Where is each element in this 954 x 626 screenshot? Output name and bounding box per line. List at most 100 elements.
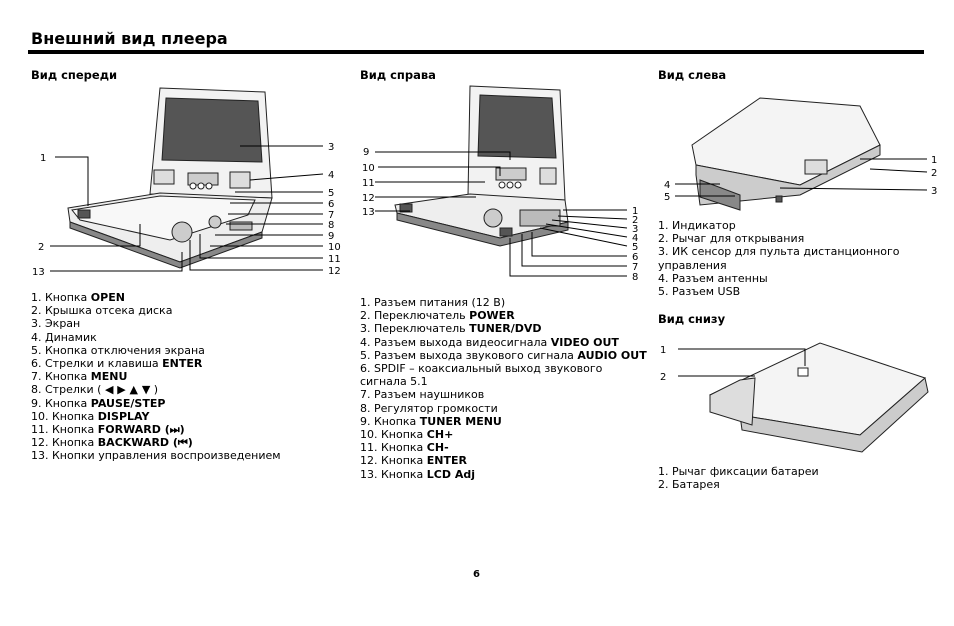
item-text: 8. Стрелки ( [31, 383, 105, 397]
bottom-item: 1. Рычаг фиксации батареи [658, 465, 918, 478]
bottom-item: 2. Батарея [658, 478, 918, 491]
front-callout: 4 [328, 170, 334, 181]
left-heading: Вид слева [658, 68, 727, 82]
right-heading: Вид справа [360, 68, 436, 82]
bottom-callout-labels: 1 2 [660, 345, 666, 383]
front-item: 10. Кнопка DISPLAY [31, 410, 331, 423]
front-leader-lines [50, 145, 324, 272]
item-text: 8. Регулятор громкости [360, 401, 498, 415]
item-text: 9. Кнопка [360, 414, 420, 428]
item-text: 5. Кнопка отключения экрана [31, 343, 205, 357]
right-item: 11. Кнопка CH- [360, 441, 645, 454]
front-callout: 13 [32, 267, 45, 278]
item-text: 10. Кнопка [360, 428, 427, 442]
item-text: 6. SPDIF – коаксиальный выход звукового … [360, 362, 603, 389]
item-text: 3. Экран [31, 317, 81, 331]
left-leader-lines [675, 158, 928, 197]
front-callout-labels: 1 2 3 4 5 6 7 8 9 10 11 12 13 [32, 142, 341, 278]
item-text: 2. Крышка отсека диска [31, 304, 173, 318]
front-callout: 1 [40, 153, 46, 164]
page-number: 6 [473, 569, 480, 580]
item-bold-label: ENTER [162, 357, 203, 371]
bottom-heading: Вид снизу [658, 312, 726, 326]
item-text: 3. Переключатель [360, 322, 470, 336]
item-text: 1. Разъем питания (12 В) [360, 296, 506, 309]
front-item: 12. Кнопка BACKWARD (⏮) [31, 436, 331, 449]
front-callout: 5 [328, 188, 334, 199]
left-item: 3. ИК сенсор для пульта дистанционного у… [658, 245, 918, 271]
front-item: 3. Экран [31, 317, 331, 330]
right-callout: 13 [362, 207, 375, 218]
front-item: 13. Кнопки управления воспроизведением [31, 449, 331, 462]
right-player-illustration [394, 85, 569, 247]
item-bold-label: CH+ [426, 428, 454, 442]
right-callout: 6 [632, 252, 638, 263]
item-text: 4. Динамик [31, 330, 97, 344]
front-item: 11. Кнопка FORWARD (⏭) [31, 423, 331, 436]
item-text: 13. Кнопки управления воспроизведением [31, 449, 281, 463]
item-bold-label: VIDEO OUT [550, 335, 619, 349]
front-item: 6. Стрелки и клавиша ENTER [31, 357, 331, 370]
item-bold-label: TUNER MENU [419, 414, 502, 428]
item-suffix: ) [150, 383, 159, 397]
front-item: 9. Кнопка PAUSE/STEP [31, 397, 331, 410]
item-bold-label: ENTER [426, 454, 468, 468]
right-item: 5. Разъем выхода звукового сигнала AUDIO… [360, 348, 647, 362]
left-item: 5. Разъем USB [658, 285, 918, 298]
right-item: 1. Разъем питания (12 В) [360, 296, 645, 309]
left-callout: 1 [931, 155, 937, 166]
right-item: 2. Переключатель POWER [360, 309, 645, 322]
left-item: 1. Индикатор [658, 219, 918, 232]
right-callout: 10 [362, 163, 375, 174]
item-text: 4. Разъем антенны [658, 271, 768, 285]
item-bold-label: POWER [469, 309, 515, 323]
right-callout: 7 [632, 262, 638, 273]
item-text: 2. Батарея [658, 478, 720, 492]
item-bold-label: DISPLAY [97, 409, 150, 423]
item-text: 12. Кнопка [31, 436, 98, 450]
right-item: 8. Регулятор громкости [360, 402, 645, 415]
left-callout-labels: 1 2 3 4 5 [664, 155, 937, 203]
left-player-illustration [691, 97, 881, 211]
right-callout: 2 [632, 215, 638, 226]
right-callout-labels: 9 10 11 12 13 1 2 3 4 5 6 7 8 [362, 147, 638, 283]
front-callout: 9 [328, 231, 334, 242]
right-item: 7. Разъем наушников [360, 388, 645, 401]
right-item: 12. Кнопка ENTER [360, 454, 645, 467]
bottom-callout: 1 [660, 345, 666, 356]
front-item: 8. Стрелки ( ◀ ▶ ▲ ▼ ) [31, 383, 331, 396]
front-callout: 11 [328, 254, 341, 265]
item-text: 4. Разъем выхода видеосигнала [360, 335, 551, 349]
item-bold-label: ◀ ▶ ▲ ▼ [104, 383, 151, 397]
item-bold-label: MENU [90, 370, 128, 384]
item-text: 3. ИК сенсор для пульта дистанционного у… [658, 245, 900, 272]
item-bold-label: OPEN [90, 291, 125, 304]
left-callout: 4 [664, 180, 670, 191]
front-item: 4. Динамик [31, 331, 331, 344]
right-item: 13. Кнопка LCD Adj [360, 468, 645, 481]
right-item: 3. Переключатель TUNER/DVD [360, 322, 645, 335]
item-text: 2. Рычаг для открывания [658, 232, 805, 246]
bottom-leader-lines [678, 348, 806, 377]
right-callout: 1 [632, 206, 638, 217]
item-bold-label: FORWARD (⏭) [97, 423, 185, 437]
front-item: 5. Кнопка отключения экрана [31, 344, 331, 357]
left-callout: 2 [931, 168, 937, 179]
right-item: 4. Разъем выхода видеосигнала VIDEO OUT [360, 336, 645, 349]
front-item: 7. Кнопка MENU [31, 370, 331, 383]
front-callout: 7 [328, 210, 334, 221]
item-text: 7. Разъем наушников [360, 388, 485, 402]
left-callout: 3 [931, 186, 937, 197]
item-text: 7. Кнопка [31, 370, 91, 384]
left-item: 4. Разъем антенны [658, 272, 918, 285]
right-callout: 12 [362, 193, 375, 204]
item-bold-label: AUDIO OUT [577, 348, 647, 362]
item-text: 5. Разъем USB [658, 285, 741, 299]
right-callout: 9 [363, 147, 369, 158]
front-player-illustration [67, 87, 273, 269]
right-item: 6. SPDIF – коаксиальный выход звукового … [360, 362, 645, 388]
